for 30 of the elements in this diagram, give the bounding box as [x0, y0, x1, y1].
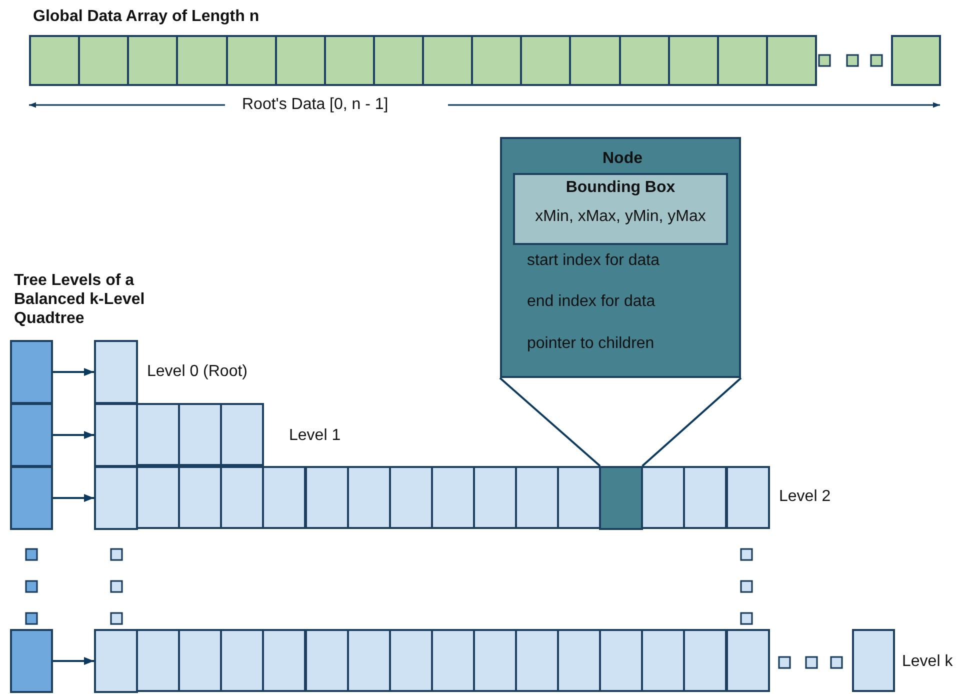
array-cell	[94, 466, 138, 530]
level-cell	[10, 340, 53, 404]
array-cell	[94, 629, 138, 693]
connector-line	[642, 377, 742, 467]
field-label: xMin, xMax, yMin, yMax	[534, 208, 707, 226]
arrow	[53, 657, 94, 665]
level-label: Level 1	[289, 427, 341, 445]
panel-title: Bounding Box	[564, 179, 676, 197]
level-cell	[10, 629, 53, 693]
level-label: Level 2	[779, 488, 831, 506]
array-cell	[94, 403, 138, 467]
heading: Tree Levels of a Balanced k-Level Quadtree	[14, 271, 146, 328]
highlighted-cell	[599, 466, 644, 530]
arrow	[53, 368, 94, 376]
arrow	[53, 494, 94, 502]
field-label: end index for data	[527, 293, 656, 311]
level-cell	[10, 403, 53, 467]
range-label: Root's Data [0, n - 1]	[242, 96, 388, 114]
arrow	[53, 431, 94, 439]
node-record-box	[500, 137, 741, 378]
heading: Global Data Array of Length n	[33, 8, 260, 26]
field-label: start index for data	[527, 252, 660, 270]
node-title: Node	[602, 150, 644, 168]
connector-line	[499, 377, 601, 467]
array-cell	[94, 340, 138, 404]
bounding-box-panel	[513, 173, 728, 245]
level-label: Level k	[902, 653, 953, 671]
level-cell	[10, 466, 53, 530]
field-label: pointer to children	[527, 335, 654, 353]
level-label: Level 0 (Root)	[147, 363, 248, 381]
